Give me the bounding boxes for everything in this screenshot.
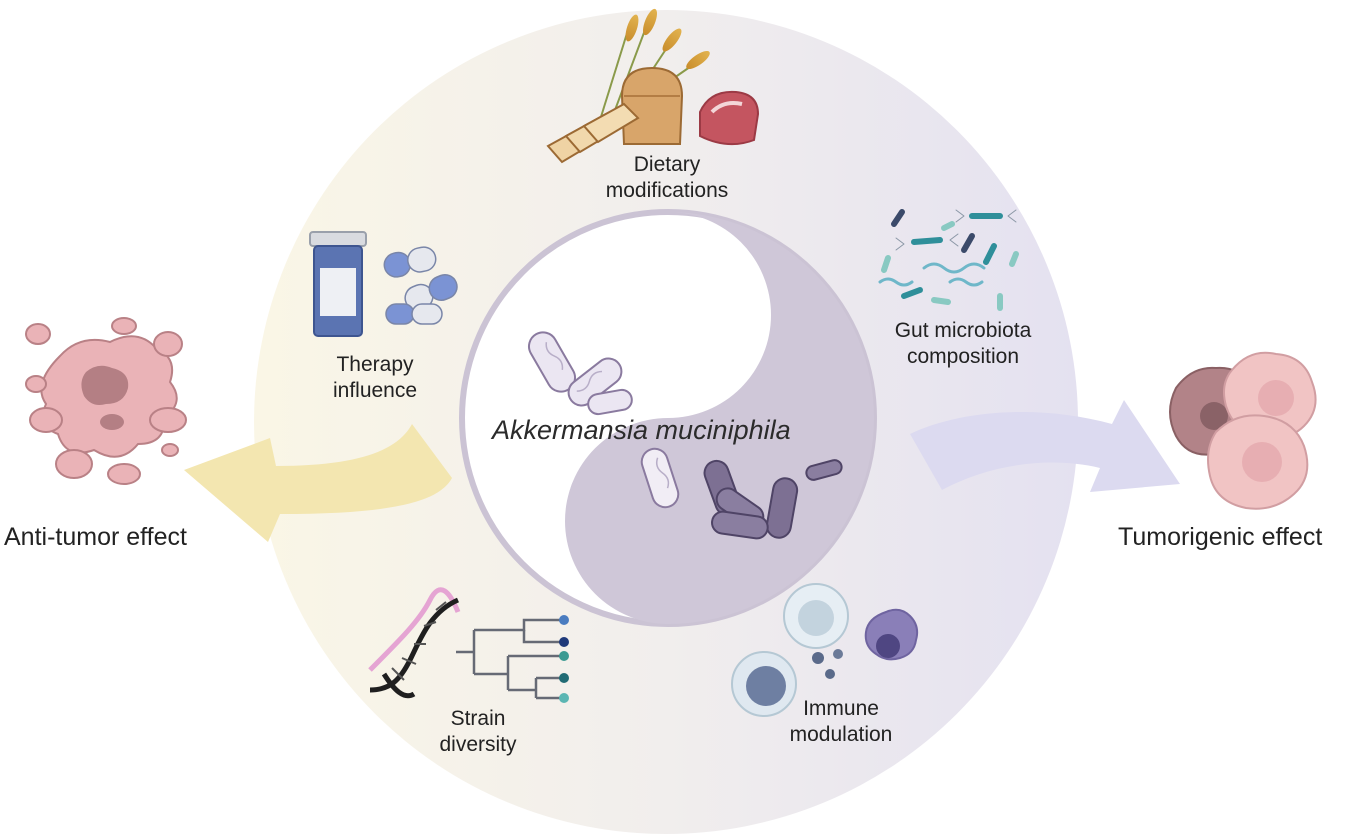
tumorigenic-cells-icon: [1169, 351, 1317, 510]
dietary-line1: Dietary: [633, 153, 701, 176]
center-organism-label: Akkermansia muciniphila: [492, 415, 791, 445]
yin-dot-white: [707, 315, 761, 369]
dietary-icon: [546, 8, 760, 164]
gut-microbiota-icon: [878, 209, 1019, 311]
bacteria-dark-icon: [703, 459, 843, 540]
therapy-line2: influence: [332, 378, 418, 402]
strain-diversity-icon: [368, 587, 569, 703]
tumorigenic-arrow: [910, 400, 1180, 492]
microbiota-line1: Gut microbiota: [894, 319, 1032, 342]
therapy-influence-label: Therapy influence: [314, 352, 436, 403]
immune-modulation-label: Immune modulation: [778, 696, 904, 747]
dietary-line2: modifications: [605, 178, 729, 202]
immune-line2: modulation: [789, 722, 893, 746]
anti-tumor-arrow: [184, 424, 452, 542]
bacteria-light-icon: [528, 331, 680, 509]
tumorigenic-effect-label: Tumorigenic effect: [1118, 523, 1323, 551]
anti-tumor-effect-label: Anti-tumor effect: [4, 523, 187, 551]
yang-dot-purple: [570, 467, 624, 521]
dietary-modifications-label: Dietary modifications: [592, 152, 742, 203]
gut-microbiota-label: Gut microbiota composition: [878, 318, 1048, 369]
strain-line2: diversity: [439, 732, 517, 756]
therapy-icon: [309, 231, 458, 337]
immune-line1: Immune: [803, 697, 879, 720]
therapy-line1: Therapy: [336, 353, 414, 376]
immune-modulation-icon: [731, 583, 919, 717]
strain-diversity-label: Strain diversity: [428, 706, 528, 757]
microbiota-line2: composition: [906, 344, 1020, 368]
anti-tumor-nucleus-icon: [81, 365, 129, 430]
strain-line1: Strain: [450, 707, 506, 730]
